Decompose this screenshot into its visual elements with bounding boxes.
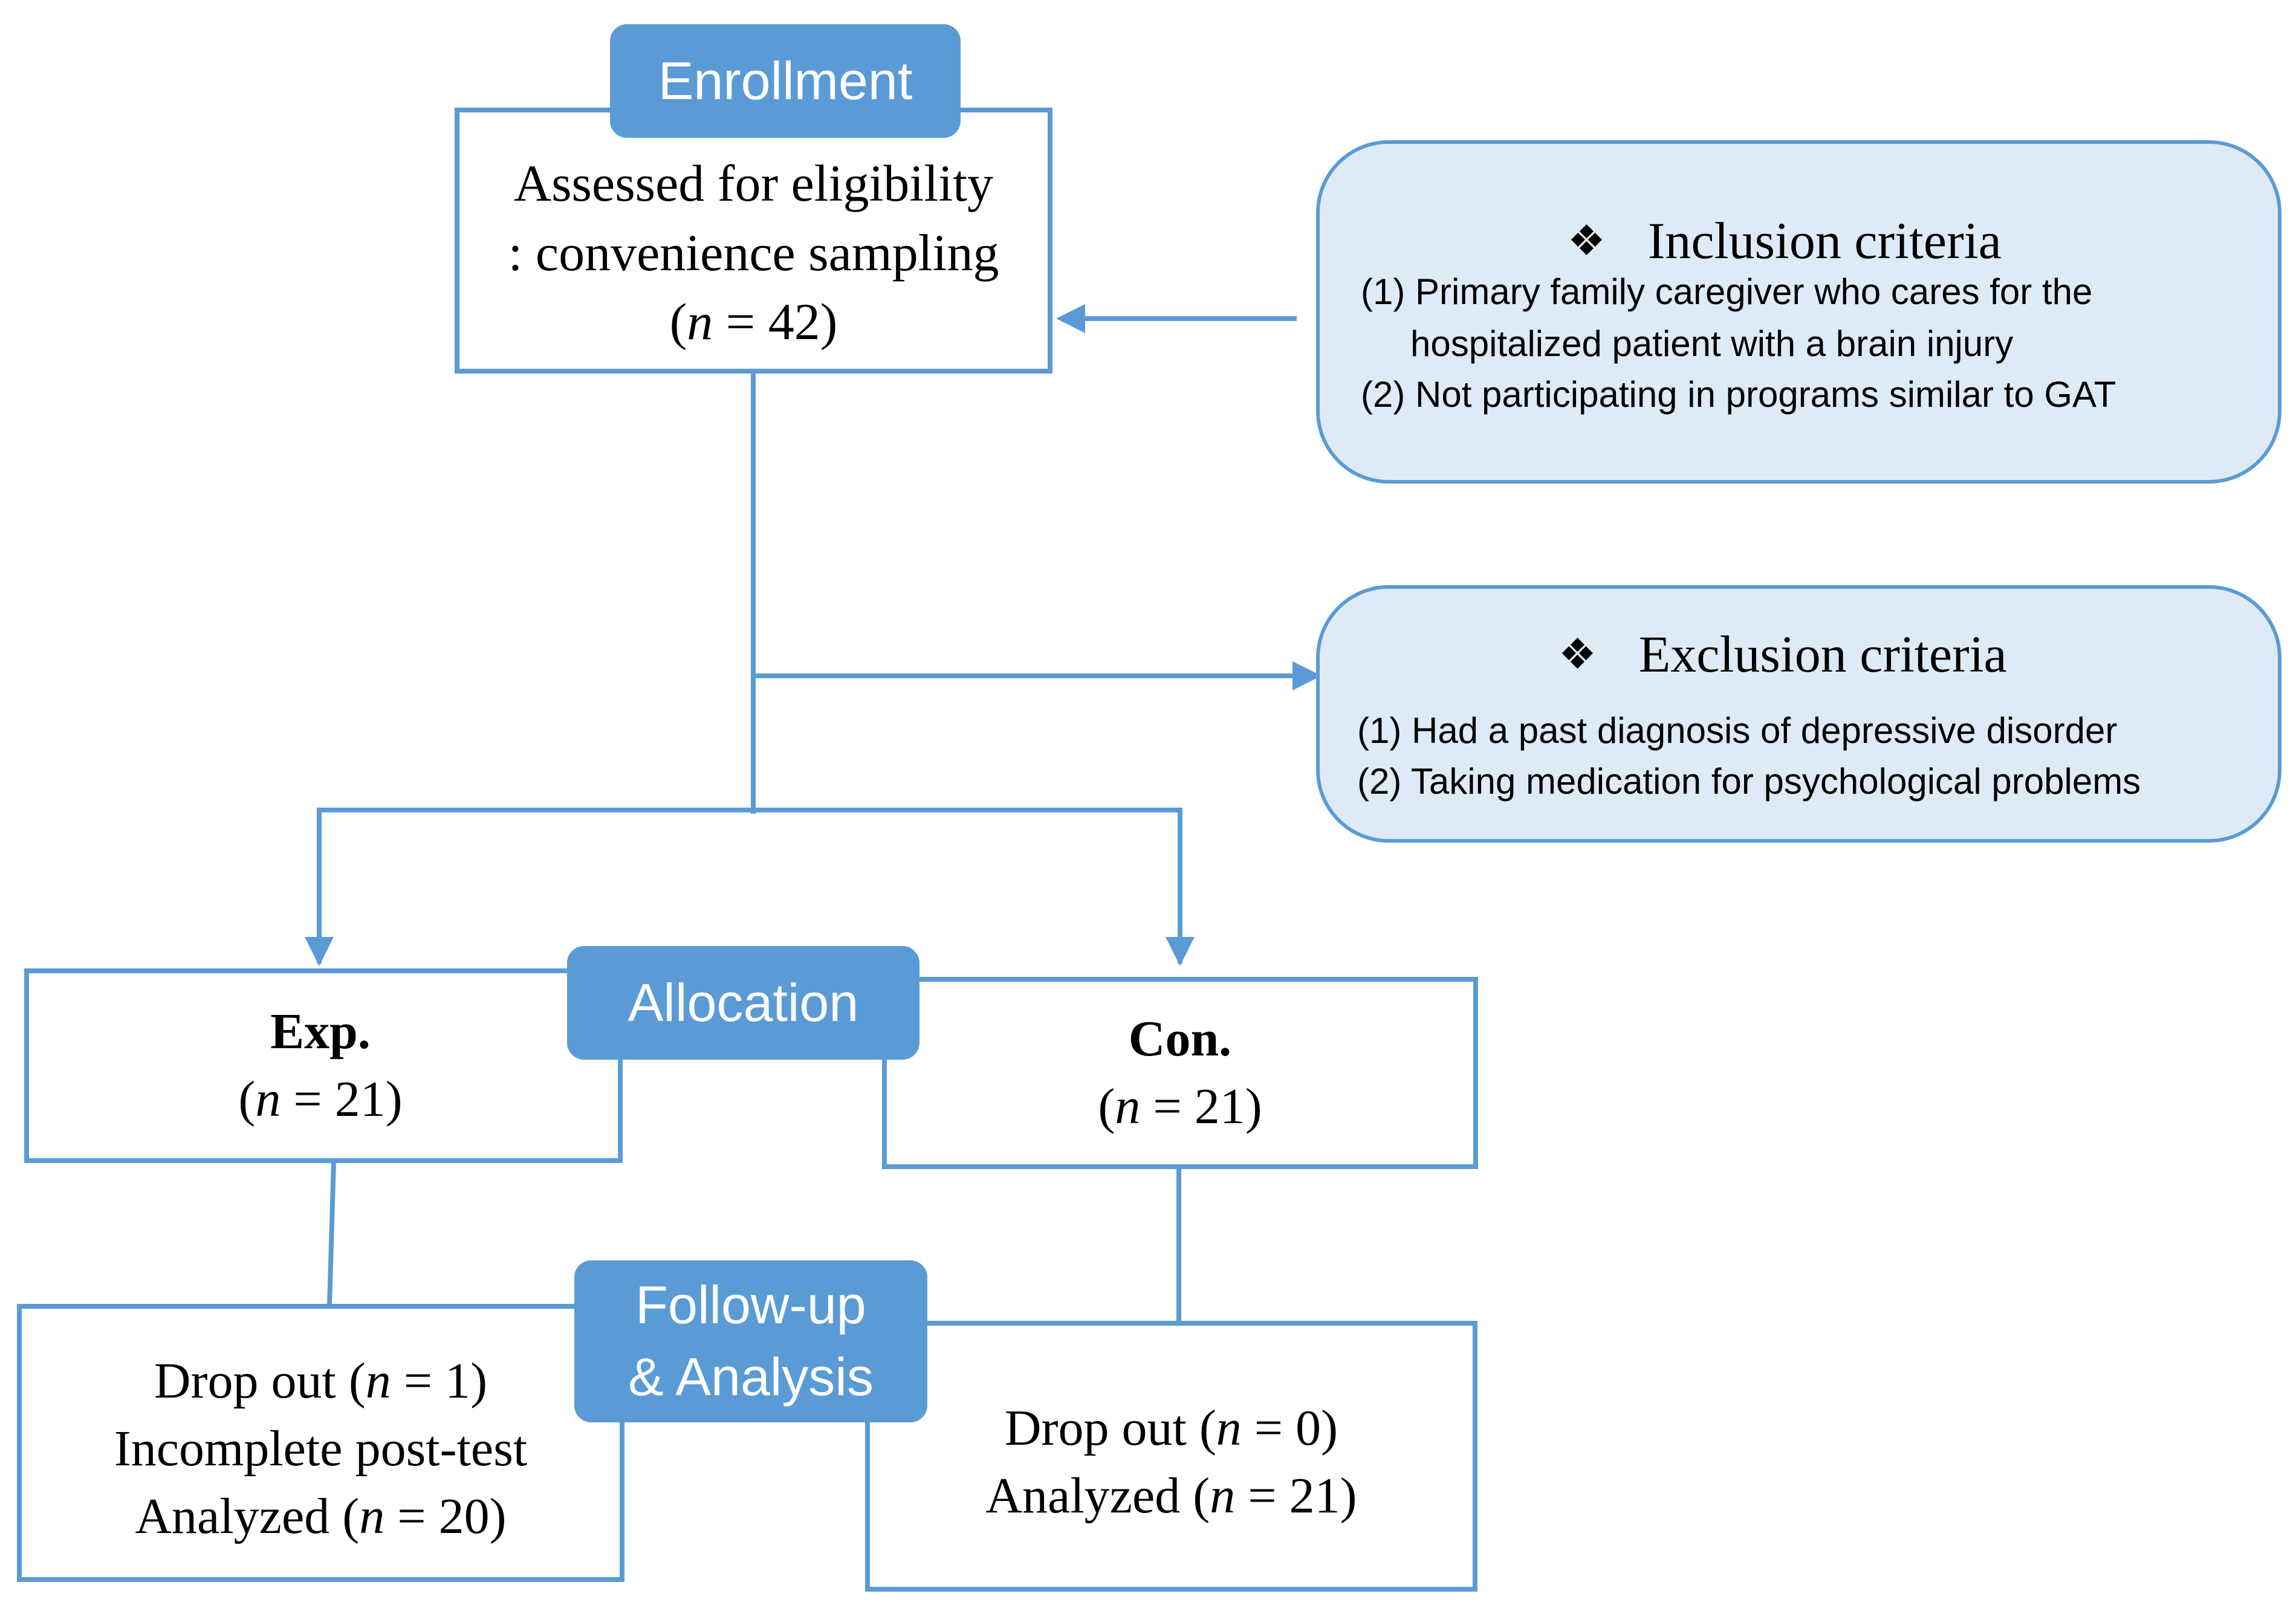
con-group-box: Con. (n = 21)	[882, 977, 1478, 1169]
eligibility-box: Assessed for eligibility : convenience s…	[455, 108, 1052, 374]
stage-label-followup-line-2: & Analysis	[628, 1347, 874, 1407]
exp-group-count: (n = 21)	[238, 1071, 403, 1127]
stage-label-enrollment: Enrollment	[610, 24, 961, 138]
stage-label-allocation-text: Allocation	[628, 972, 859, 1032]
exp-analyzed-line: Analyzed (n = 20)	[135, 1488, 507, 1544]
exclusion-item-1: (1) Had a past diagnosis of depressive d…	[1357, 710, 2118, 751]
stage-label-followup: Follow-up & Analysis	[574, 1260, 927, 1422]
exp-followup-box: Drop out (n = 1) Incomplete post-test An…	[17, 1304, 624, 1582]
inclusion-item-2: (2) Not participating in programs simila…	[1361, 374, 2116, 415]
exp-dropout-line: Drop out (n = 1)	[154, 1353, 488, 1410]
inclusion-item-1: (1) Primary family caregiver who cares f…	[1361, 271, 2093, 312]
exclusion-criteria-title: ❖ Exclusion criteria	[1558, 624, 2007, 684]
split-connector	[317, 808, 1182, 964]
con-n: 21	[1194, 1078, 1245, 1135]
con-followup-box: Drop out (n = 0) Analyzed (n = 21)	[865, 1321, 1477, 1592]
con-group-label: Con.	[1128, 1011, 1232, 1068]
eligibility-line-1: Assessed for eligibility	[513, 154, 994, 213]
eligibility-n: 42	[768, 293, 820, 351]
inclusion-criteria-box: ❖ Inclusion criteria (1) Primary family …	[1316, 140, 2281, 484]
con-analyzed-line: Analyzed (n = 21)	[985, 1468, 1357, 1524]
exclusion-criteria-heading: Exclusion criteria	[1638, 625, 2007, 683]
inclusion-criteria-title: ❖ Inclusion criteria	[1568, 210, 2002, 271]
exp-analyzed-n: 20	[438, 1488, 490, 1544]
exp-n: 21	[334, 1071, 386, 1127]
inclusion-item-1-cont: hospitalized patient with a brain injury	[1410, 323, 2014, 364]
exclusion-item-2: (2) Taking medication for psychological …	[1357, 761, 2141, 802]
con-dropout-line: Drop out (n = 0)	[1004, 1400, 1338, 1457]
diamond-four-icon: ❖	[1558, 629, 1597, 679]
stage-label-allocation: Allocation	[567, 946, 919, 1060]
exclusion-criteria-box: ❖ Exclusion criteria (1) Had a past diag…	[1316, 585, 2281, 843]
con-group-count: (n = 21)	[1098, 1078, 1262, 1135]
exp-group-box: Exp. (n = 21)	[24, 968, 623, 1163]
exp-dropout-label: Drop out	[154, 1353, 336, 1410]
con-analyzed-label: Analyzed	[985, 1468, 1181, 1524]
exp-analyzed-label: Analyzed	[135, 1488, 330, 1544]
stage-label-enrollment-text: Enrollment	[658, 50, 913, 111]
stage-label-followup-line-1: Follow-up	[635, 1275, 866, 1335]
con-dropout-label: Drop out	[1004, 1400, 1187, 1457]
exp-group-label: Exp.	[270, 1003, 371, 1060]
con-dropout-n: 0	[1296, 1400, 1321, 1457]
exp-followup-line	[327, 1161, 336, 1306]
con-analyzed-n: 21	[1289, 1468, 1340, 1524]
diamond-four-icon: ❖	[1568, 216, 1606, 265]
eligibility-count: (n = 42)	[669, 293, 838, 351]
exp-incomplete-line: Incomplete post-test	[114, 1421, 528, 1477]
exp-dropout-n: 1	[445, 1353, 471, 1410]
eligibility-line-2: : convenience sampling	[508, 223, 999, 282]
inclusion-criteria-heading: Inclusion criteria	[1647, 212, 2002, 270]
